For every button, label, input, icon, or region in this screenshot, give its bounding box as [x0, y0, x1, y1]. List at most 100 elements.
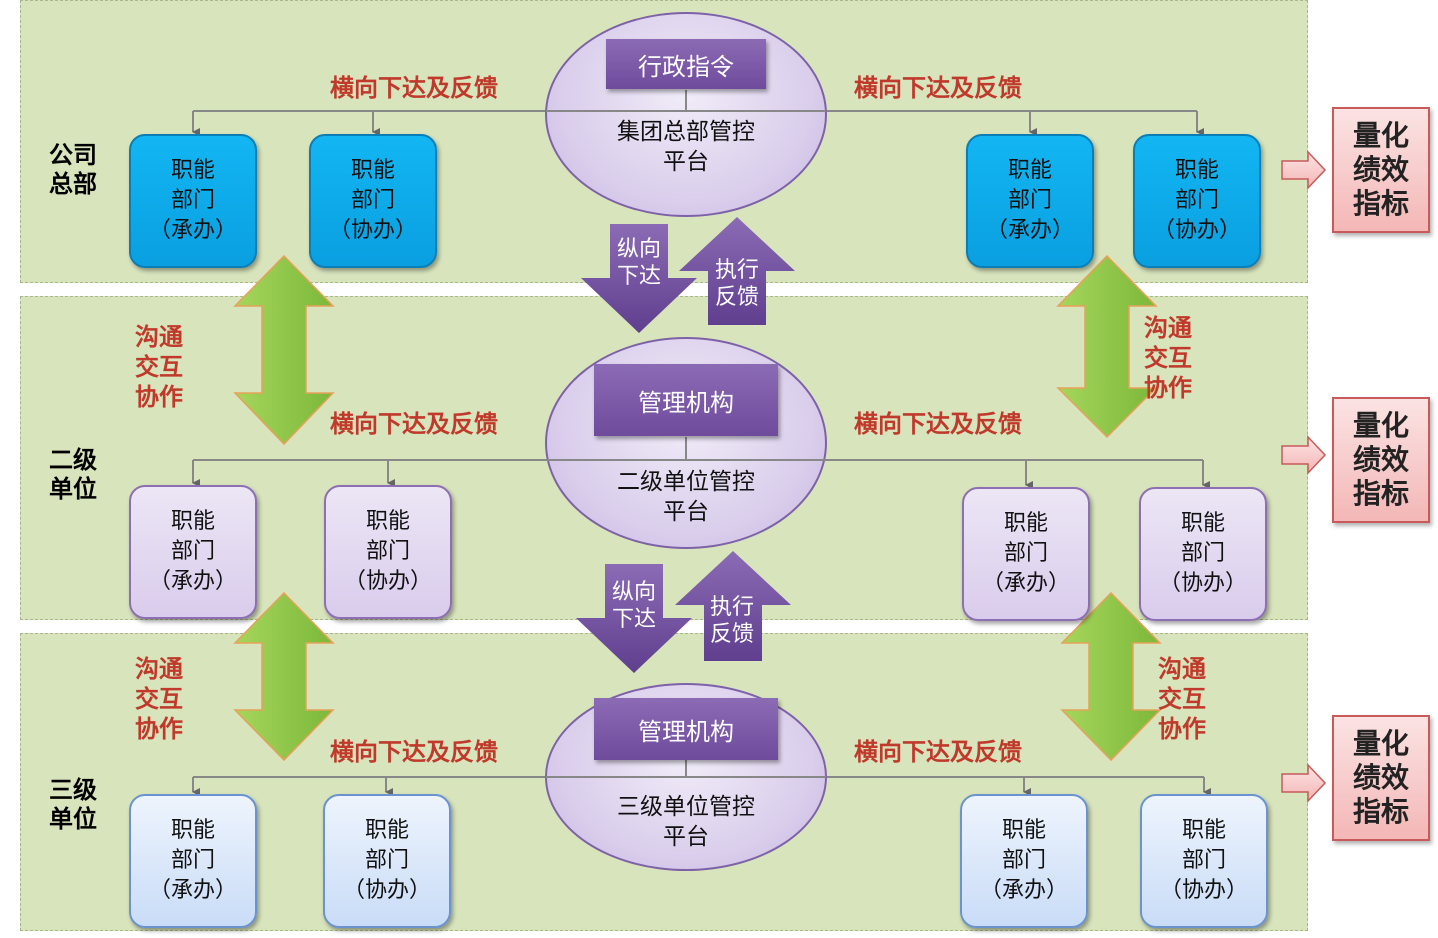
dept-line: 职能	[1174, 158, 1219, 183]
double-arrow-left-1	[233, 254, 335, 446]
arrow-label-line: 纵向	[616, 237, 661, 262]
dept-line: 部门	[1001, 848, 1046, 873]
level-label-line: 二级	[49, 446, 97, 474]
horizontal-label-right-2: 横向下达及反馈	[854, 410, 1022, 438]
level-label-line: 总部	[49, 170, 97, 198]
horizontal-label-right-1: 横向下达及反馈	[854, 74, 1022, 102]
dept-2-2: 职能 部门 （协办）	[324, 485, 452, 619]
comm-line: 交互	[1144, 344, 1192, 372]
dept-line: 职能	[1180, 511, 1225, 536]
platform-caption-line: 平台	[663, 149, 709, 175]
platform-caption-line: 三级单位管控	[617, 794, 755, 820]
dept-line: 部门	[1007, 188, 1052, 213]
comm-line: 沟通	[1144, 314, 1192, 342]
dept-line: （协办）	[1152, 218, 1241, 243]
kpi-arrow-3	[1281, 763, 1327, 803]
dept-line: （协办）	[1159, 878, 1248, 903]
top-box-2: 管理机构	[594, 364, 778, 436]
arrow-label-line: 执行	[709, 595, 754, 620]
kpi-arrow-1	[1281, 150, 1327, 190]
level-label-line: 三级	[49, 776, 97, 804]
dept-3-1: 职能 部门 （承办）	[129, 794, 257, 928]
dept-line: （承办）	[148, 218, 237, 243]
dept-line: （承办）	[985, 218, 1074, 243]
platform-caption-line: 平台	[663, 824, 709, 850]
comm-line: 协作	[135, 715, 183, 743]
level-label-1: 公司 总部	[38, 141, 108, 199]
double-arrow-left-2	[233, 591, 335, 762]
platform-caption-1: 集团总部管控 平台	[556, 117, 816, 177]
kpi-line: 绩效	[1352, 153, 1409, 186]
dept-1-4: 职能 部门 （协办）	[1133, 134, 1261, 268]
dept-line: （协办）	[1158, 571, 1247, 596]
comm-label-left-2: 沟通 交互 协作	[135, 654, 195, 744]
horizontal-label-left-2: 横向下达及反馈	[330, 410, 498, 438]
comm-label-left-1: 沟通 交互 协作	[135, 322, 195, 412]
comm-line: 协作	[1158, 715, 1206, 743]
dept-1-2: 职能 部门 （协办）	[309, 134, 437, 268]
comm-line: 交互	[135, 685, 183, 713]
up-arrow-2	[675, 551, 791, 661]
dept-line: 职能	[170, 158, 215, 183]
dept-line: 部门	[365, 539, 410, 564]
dept-line: 职能	[1003, 511, 1048, 536]
dept-line: （协办）	[328, 218, 417, 243]
dept-line: （协办）	[343, 569, 432, 594]
horizontal-label-left-3: 横向下达及反馈	[330, 738, 498, 766]
comm-line: 交互	[135, 353, 183, 381]
platform-caption-3: 三级单位管控 平台	[556, 792, 816, 852]
dept-2-1: 职能 部门 （承办）	[129, 485, 257, 619]
dept-line: 部门	[1180, 541, 1225, 566]
arrow-label-line: 执行	[714, 258, 759, 283]
up-arrow-label-2: 执行 反馈	[702, 594, 762, 648]
level-label-line: 公司	[49, 141, 97, 169]
dept-line: （承办）	[148, 569, 237, 594]
platform-caption-line: 平台	[663, 499, 709, 525]
kpi-line: 绩效	[1352, 443, 1409, 476]
dept-2-3: 职能 部门 （承办）	[962, 487, 1090, 621]
comm-line: 沟通	[135, 323, 183, 351]
down-arrow-1	[581, 224, 697, 333]
dept-line: （承办）	[148, 878, 237, 903]
dept-line: 职能	[1001, 818, 1046, 843]
horizontal-label-left-1: 横向下达及反馈	[330, 74, 498, 102]
dept-line: 职能	[364, 818, 409, 843]
arrow-label-line: 下达	[616, 264, 661, 289]
platform-caption-line: 二级单位管控	[617, 469, 755, 495]
double-arrow-right-1	[1056, 254, 1158, 439]
dept-line: （承办）	[981, 571, 1070, 596]
comm-label-right-2: 沟通 交互 协作	[1158, 654, 1218, 744]
dept-line: 职能	[1007, 158, 1052, 183]
up-arrow-1	[679, 217, 795, 325]
dept-line: 部门	[170, 848, 215, 873]
dept-line: 职能	[365, 509, 410, 534]
dept-line: 部门	[170, 188, 215, 213]
kpi-line: 量化	[1352, 727, 1409, 760]
dept-1-1: 职能 部门 （承办）	[129, 134, 257, 268]
comm-line: 交互	[1158, 685, 1206, 713]
level-label-2: 二级 单位	[38, 446, 108, 504]
dept-line: 职能	[350, 158, 395, 183]
kpi-line: 指标	[1352, 477, 1409, 510]
arrow-label-line: 纵向	[611, 580, 656, 605]
dept-line: 部门	[1174, 188, 1219, 213]
dept-line: 职能	[170, 509, 215, 534]
down-arrow-label-1: 纵向 下达	[609, 236, 669, 290]
kpi-line: 量化	[1352, 409, 1409, 442]
double-arrow-right-2	[1060, 591, 1162, 762]
dept-line: 部门	[1003, 541, 1048, 566]
dept-3-2: 职能 部门 （协办）	[323, 794, 451, 928]
dept-line: 部门	[1181, 848, 1226, 873]
down-arrow-label-2: 纵向 下达	[604, 579, 664, 633]
dept-line: 部门	[170, 539, 215, 564]
kpi-line: 指标	[1352, 187, 1409, 220]
kpi-box-3: 量化 绩效 指标	[1332, 715, 1430, 841]
comm-line: 沟通	[135, 655, 183, 683]
level-label-line: 单位	[49, 475, 97, 503]
top-box-3: 管理机构	[594, 698, 778, 760]
dept-3-4: 职能 部门 （协办）	[1140, 794, 1268, 928]
kpi-box-1: 量化 绩效 指标	[1332, 107, 1430, 233]
platform-caption-line: 集团总部管控	[617, 119, 755, 145]
comm-line: 协作	[135, 383, 183, 411]
dept-line: 职能	[1181, 818, 1226, 843]
